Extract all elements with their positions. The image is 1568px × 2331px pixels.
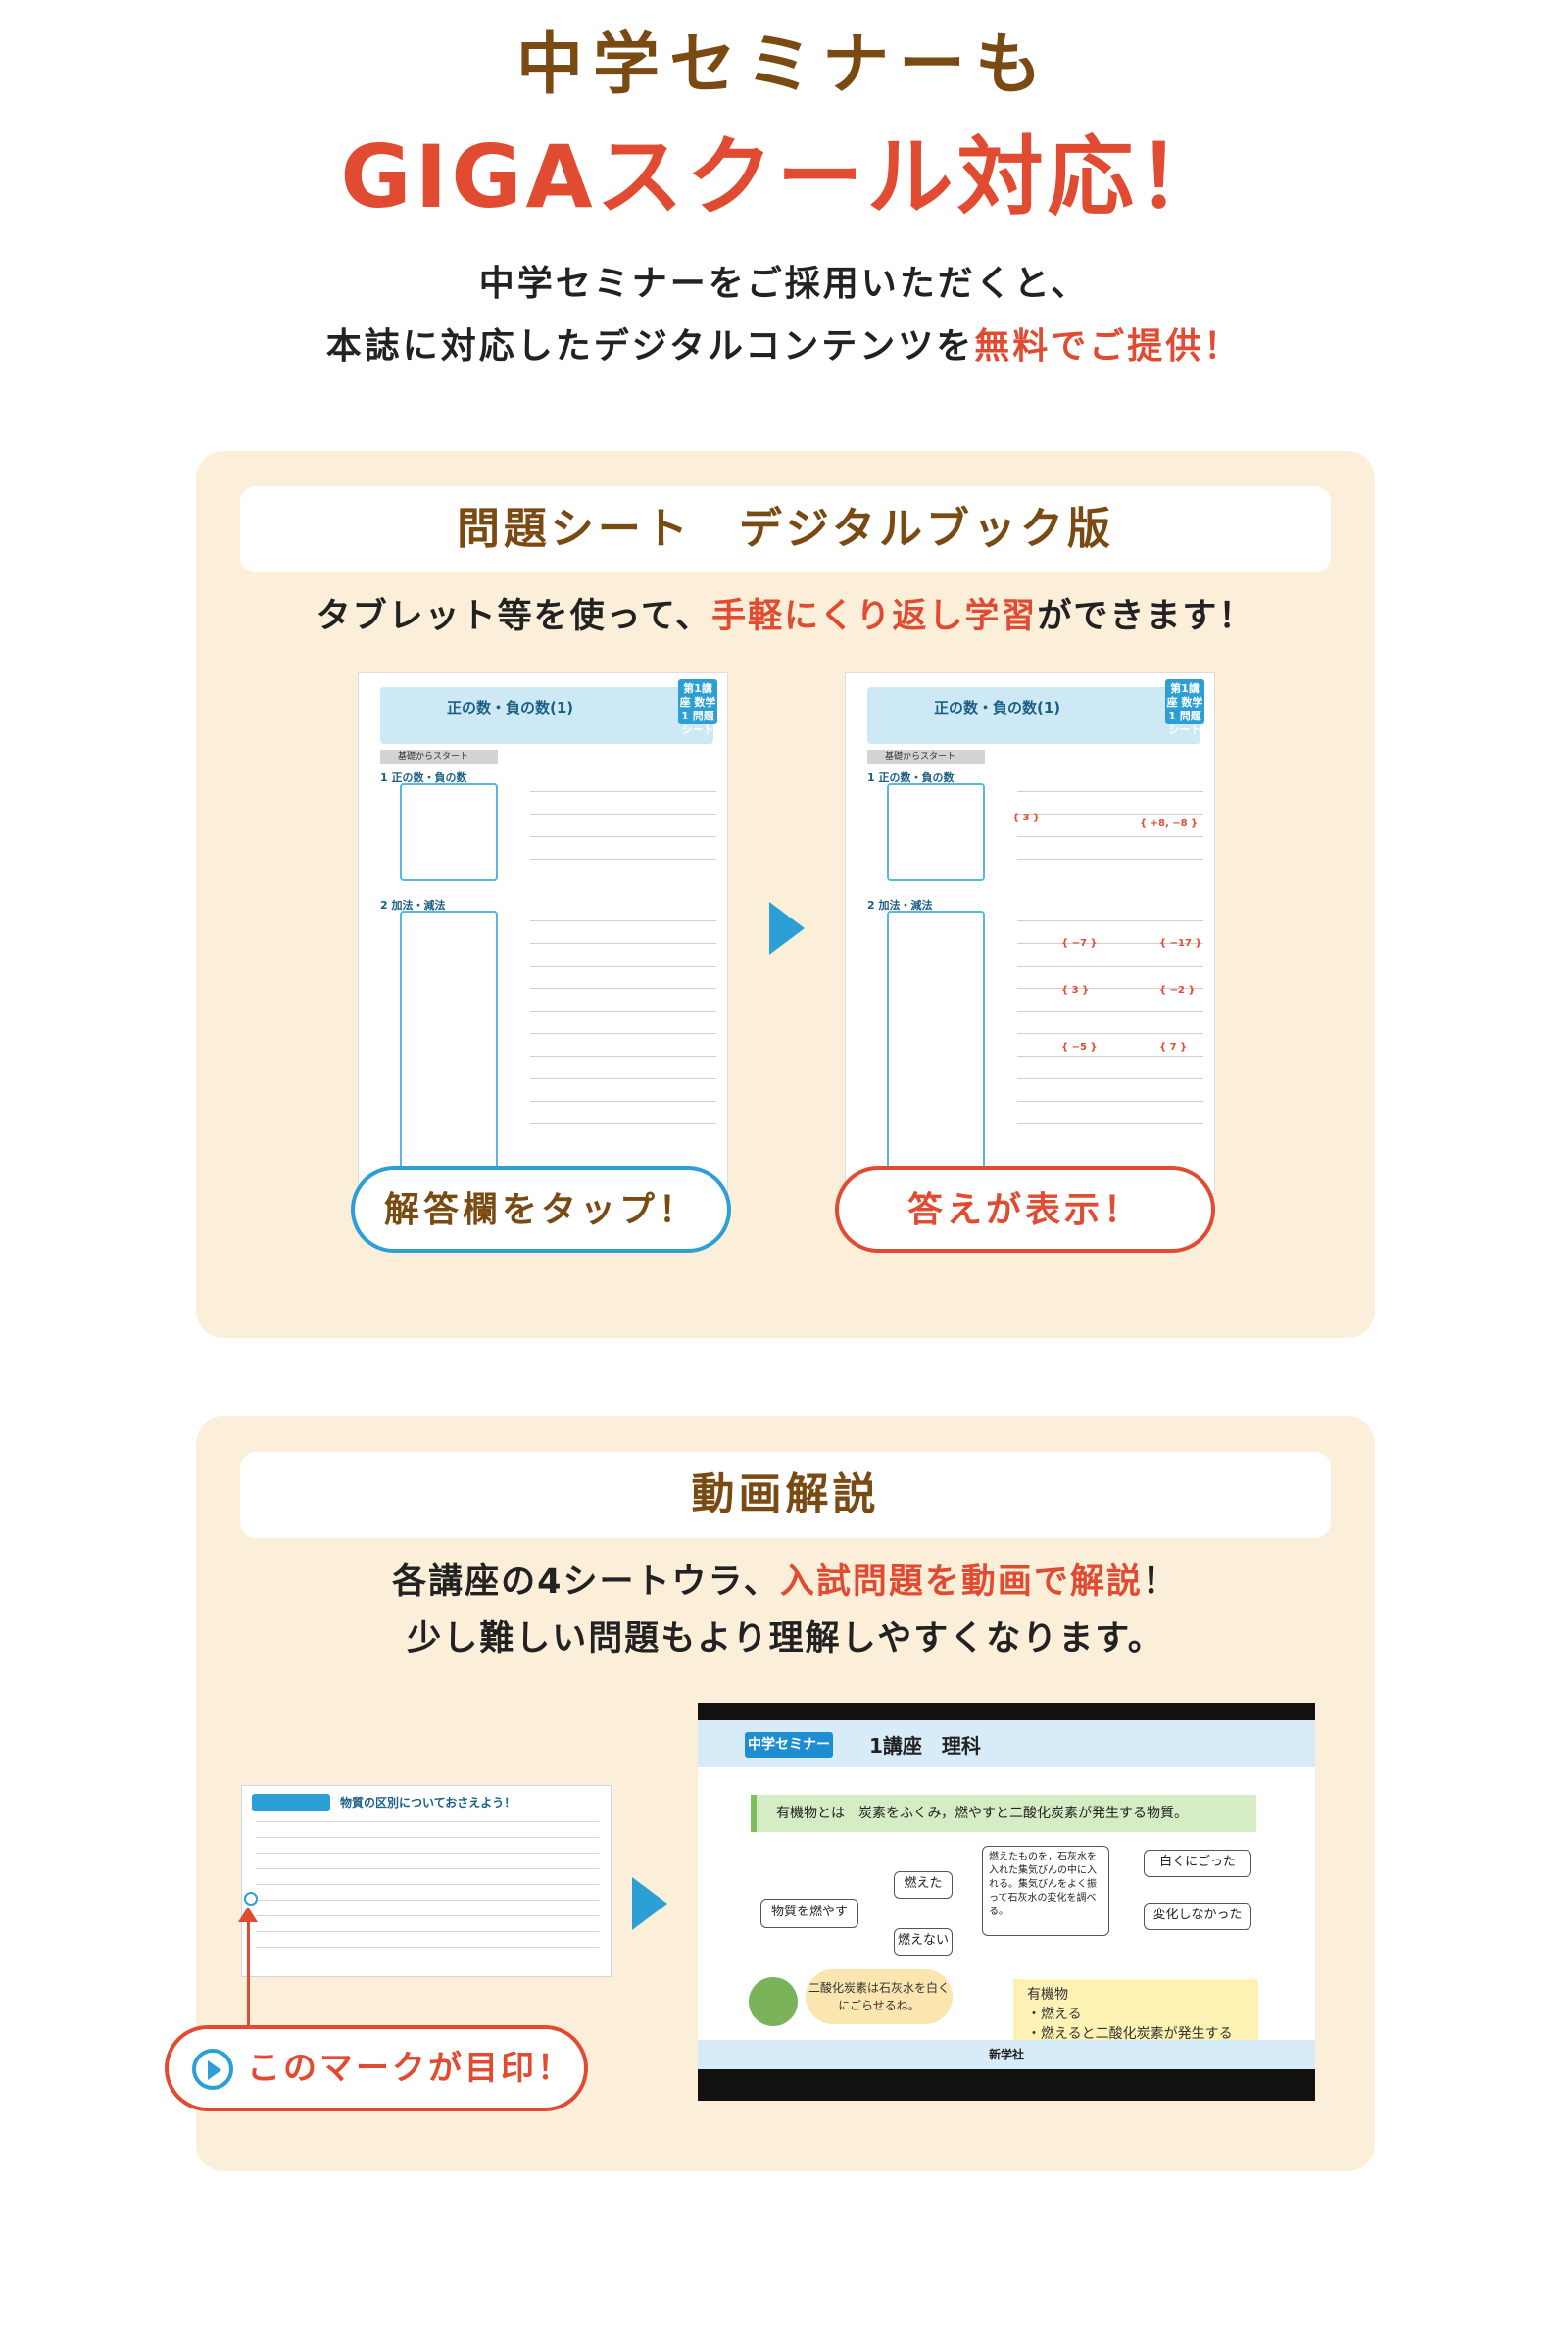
worksheet-header <box>867 687 1200 744</box>
arrow-right-icon <box>769 902 805 955</box>
pointer-arrow-icon <box>238 1907 258 1922</box>
worksheet-after[interactable]: 正の数・負の数(1) 第1講座 数学 1 問題シート 基礎からスタート 1 正の… <box>845 672 1215 1194</box>
digital-book-card: 問題シート デジタルブック版 タブレット等を使って、手軽にくり返し学習ができます… <box>196 451 1375 1338</box>
intro-line2-main: 本誌に対応したデジタルコンテンツを <box>325 326 975 367</box>
video-desc-highlight: 入試問題を動画で解説 <box>779 1562 1143 1602</box>
problem-sheet-thumbnail: 物質の区別についておさえよう！ <box>241 1785 612 1977</box>
video-logo: 中学セミナー <box>745 1732 833 1758</box>
digital-book-title: 問題シート デジタルブック版 <box>240 486 1331 572</box>
worksheet-header <box>380 687 713 744</box>
video-box-cloudy: 白くにごった <box>1144 1850 1251 1877</box>
answer-3: { −7 } <box>1061 938 1098 949</box>
point-box <box>887 783 985 881</box>
video-definition: 有機物とは 炭素をふくみ，燃やすと二酸化炭素が発生する物質。 <box>751 1795 1256 1832</box>
mini-line <box>256 1821 599 1822</box>
worksheet-subtitle: 基礎からスタート <box>867 750 985 764</box>
intro-free-highlight: 無料でご提供！ <box>974 326 1243 367</box>
worksheet-section2: 2 加法・減法 <box>867 899 933 912</box>
video-mark-label[interactable]: このマークが目印！ <box>165 2025 588 2111</box>
answer-4: { −17 } <box>1159 938 1202 949</box>
intro-line1: 中学セミナーをご採用いただくと、 <box>478 264 1090 304</box>
answer-1: { +8, −8 } <box>1140 818 1199 829</box>
answer-6: { −2 } <box>1159 985 1196 996</box>
answer-2: { 3 } <box>1012 813 1041 823</box>
worksheet-subtitle: 基礎からスタート <box>380 750 498 764</box>
answer-7: { −5 } <box>1061 1042 1098 1053</box>
video-speech-bubble: 二酸化炭素は石灰水を白くにごらせるね。 <box>806 1969 953 2024</box>
video-desc-part2: ！ <box>1142 1562 1179 1602</box>
mascot-icon <box>749 1977 798 2026</box>
answer-5: { 3 } <box>1061 985 1090 996</box>
video-desc-line2: 少し難しい問題もより理解しやすくなります。 <box>407 1619 1164 1659</box>
headline-line2: GIGAスクール対応！ <box>340 126 1228 227</box>
answer-8: { 7 } <box>1159 1042 1188 1053</box>
video-box-not-burned: 燃えない <box>894 1928 953 1956</box>
desc-highlight: 手軽にくり返し学習 <box>711 597 1038 636</box>
worksheet-badge: 第1講座 数学 1 問題シート <box>678 679 717 736</box>
video-mark-text: このマークが目印！ <box>247 2049 573 2088</box>
video-explain-card: 動画解説 各講座の4シートウラ、入試問題を動画で解説！ 少し難しい問題もより理解… <box>165 1416 1375 2171</box>
worksheet-section2: 2 加法・減法 <box>380 899 446 912</box>
worksheet-title: 正の数・負の数(1) <box>934 699 1061 717</box>
point-box-2 <box>887 911 985 1175</box>
worksheet-title: 正の数・負の数(1) <box>447 699 574 717</box>
arrow-right-icon <box>632 1877 667 1930</box>
intro-text: 中学セミナーをご採用いただくと、 本誌に対応したデジタルコンテンツを無料でご提供… <box>0 253 1568 378</box>
note-title: 有機物 <box>1027 1987 1068 2003</box>
video-topbar: 中学セミナー 1講座 理科 <box>698 1720 1315 1767</box>
desc-part2: ができます！ <box>1037 597 1255 636</box>
point-box-2 <box>400 911 498 1175</box>
mini-line <box>256 1837 599 1838</box>
video-desc-line1: 各講座の4シートウラ、入試問題を動画で解説！ <box>196 1554 1375 1611</box>
mini-line <box>256 1868 599 1869</box>
mini-title: 物質の区別についておさえよう！ <box>340 1796 516 1810</box>
worksheet-before[interactable]: 正の数・負の数(1) 第1講座 数学 1 問題シート 基礎からスタート 1 正の… <box>358 672 728 1194</box>
video-desc-part1: 各講座の4シートウラ、 <box>392 1562 780 1602</box>
mini-line <box>256 1884 599 1885</box>
headline-line1: 中学セミナーも <box>515 26 1052 104</box>
worksheet-section1: 1 正の数・負の数 <box>380 771 467 784</box>
video-player[interactable]: 中学セミナー 1講座 理科 有機物とは 炭素をふくみ，燃やすと二酸化炭素が発生す… <box>698 1703 1315 2101</box>
worksheet-badge: 第1講座 数学 1 問題シート <box>1165 679 1204 736</box>
answer-lines-2 <box>530 920 716 1146</box>
play-icon <box>192 2049 233 2090</box>
video-footer: 新学社 <box>698 2040 1315 2069</box>
video-box-explain: 燃えたものを，石灰水を入れた集気びんの中に入れる。集気びんをよく振って石灰水の変… <box>982 1846 1109 1936</box>
answer-lines-2 <box>1017 920 1203 1146</box>
video-desc: 各講座の4シートウラ、入試問題を動画で解説！ 少し難しい問題もより理解しやすくな… <box>196 1554 1375 1667</box>
video-box-burned: 燃えた <box>894 1871 953 1899</box>
note-item-2: ・燃えると二酸化炭素が発生する <box>1027 2026 1233 2042</box>
video-note: 有機物 ・燃える ・燃えると二酸化炭素が発生する <box>1013 1979 1258 2046</box>
show-answer-button[interactable]: 答えが表示！ <box>835 1166 1215 1253</box>
digital-book-desc: タブレット等を使って、手軽にくり返し学習ができます！ <box>196 588 1375 638</box>
answer-lines <box>1017 791 1203 881</box>
mini-line <box>256 1915 599 1916</box>
answer-lines <box>530 791 716 881</box>
video-lesson-title: 1講座 理科 <box>869 1734 981 1758</box>
mini-line <box>256 1853 599 1854</box>
worksheet-section1: 1 正の数・負の数 <box>867 771 955 784</box>
mini-line <box>256 1931 599 1932</box>
video-box-burn: 物質を燃やす <box>760 1899 858 1928</box>
note-item-1: ・燃える <box>1027 2007 1082 2022</box>
video-screen: 中学セミナー 1講座 理科 有機物とは 炭素をふくみ，燃やすと二酸化炭素が発生す… <box>698 1720 1315 2069</box>
desc-part1: タブレット等を使って、 <box>316 597 712 636</box>
video-box-unchanged: 変化しなかった <box>1144 1903 1251 1930</box>
point-box <box>400 783 498 881</box>
mini-line <box>256 1900 599 1901</box>
mini-header-badge <box>252 1794 330 1811</box>
video-title: 動画解説 <box>240 1452 1331 1538</box>
mini-line <box>256 1947 599 1948</box>
video-mark-icon[interactable] <box>244 1892 258 1906</box>
pointer-line <box>247 1911 250 2034</box>
tap-answer-button[interactable]: 解答欄をタップ！ <box>351 1166 731 1253</box>
intro-line2: 本誌に対応したデジタルコンテンツを無料でご提供！ <box>0 316 1568 378</box>
